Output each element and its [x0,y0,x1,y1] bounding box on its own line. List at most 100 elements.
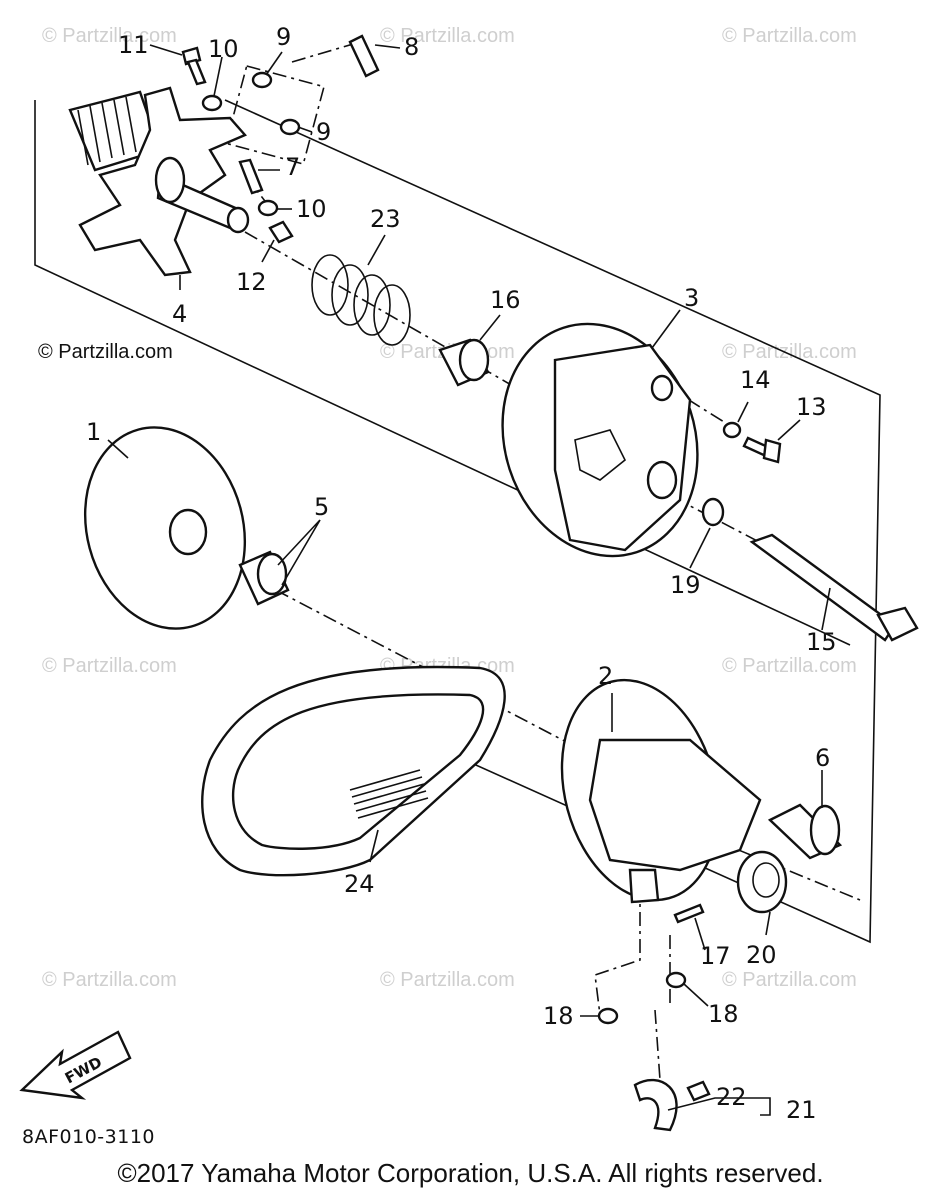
leader-line [737,401,749,423]
callout-13: 13 [796,393,827,421]
axis-line [654,1009,661,1081]
callout-12: 12 [236,268,267,296]
spring-coil [373,284,411,346]
watermark: © Partzilla.com [380,969,515,991]
spring-coil [311,254,349,316]
part-10-washer [257,199,279,217]
leader-line [261,239,275,263]
callout-10: 10 [296,195,327,223]
spring-coil [331,264,369,326]
fwd-direction-arrow: FWD [19,1030,132,1100]
part-18-washer [597,1007,619,1025]
watermark: © Partzilla.com [42,655,177,677]
watermark: © Partzilla.com [42,969,177,991]
part-3-sheave-cap [501,322,699,558]
leader-lines [107,44,831,1116]
leader-line [374,44,401,49]
callout-24: 24 [344,870,375,898]
cap-cutout [574,429,627,481]
diagram-code: 8AF010-3110 [22,1126,155,1148]
fwd-arrow-icon [19,1030,132,1100]
part-16-bushing [438,338,490,387]
callout-4: 4 [172,300,187,328]
watermark: © Partzilla.com [722,341,857,363]
shaft-collar [154,156,186,204]
callout-16: 16 [490,286,521,314]
callout-14: 14 [740,366,771,394]
watermark: © Partzilla.com [380,25,515,47]
bracket-box [225,65,325,165]
watermark: © Partzilla.com [38,341,173,363]
sheave-hub [168,508,208,556]
callout-9: 9 [276,23,291,51]
leader-line [651,309,681,349]
callout-22: 22 [716,1083,747,1111]
callout-21: 21 [786,1096,817,1124]
leader-line [367,234,386,266]
hardware-right [701,421,919,642]
belt-inner [231,693,485,850]
part-24-v-belt [201,665,506,877]
callout-9: 9 [316,118,331,146]
part-10-washer [201,94,223,112]
hardware-bottom-right [736,803,843,914]
axis-line [291,41,361,63]
leader-line [760,1097,771,1116]
part-17-pin [673,903,705,924]
cap-boss [646,460,678,500]
leader-line [369,829,379,863]
leader-line [479,314,501,341]
thread-lines [77,96,137,166]
part-18-washer [665,971,687,989]
leader-line [667,1097,760,1111]
callout-2: 2 [598,662,613,690]
part-4-fixed-sheave-spider [68,86,250,277]
hardware-bottom [597,903,711,1132]
callout-6: 6 [815,744,830,772]
part-15-bolt-head [876,606,919,642]
callout-18: 18 [543,1002,574,1030]
part-19-washer [701,497,725,527]
callout-8: 8 [404,33,419,61]
callout-19: 19 [670,571,701,599]
part-9-collar [279,118,301,136]
callout-18: 18 [708,1000,739,1028]
part-23-spring [311,254,411,346]
part-22-pin [686,1080,711,1102]
part-2-sliding-sheave [560,678,762,904]
callout-numbers: 1 2 3 4 5 6 7 8 9 9 10 10 11 12 13 14 15… [86,23,837,1124]
callout-3: 3 [684,284,699,312]
spring-coil [353,274,391,336]
part-1-sheave [83,426,247,630]
part-14-washer [722,421,742,439]
belt-label-lines [349,769,429,819]
part-13-bolt-head [762,438,782,464]
part-6-slider-end [809,804,841,856]
leader-line [277,519,321,586]
leader-line [265,51,283,76]
callout-5: 5 [314,493,329,521]
axis-line [594,885,641,1016]
copyright-notice: ©2017 Yamaha Motor Corporation, U.S.A. A… [117,1158,824,1188]
leader-line [777,419,801,441]
callout-17: 17 [700,942,731,970]
part-11-bolt-shank [186,58,207,86]
leader-line [107,439,129,459]
shaft-end [226,206,250,234]
watermark: © Partzilla.com [722,25,857,47]
watermark: © Partzilla.com [722,655,857,677]
callout-10: 10 [208,35,239,63]
part-9-collar [251,71,273,89]
leader-line [689,527,711,569]
part-12-nut [268,220,294,244]
bushing-face [458,338,490,382]
cap-boss [650,374,674,402]
part-21-weight [633,1078,678,1132]
part-7-pin [238,158,264,195]
callout-23: 23 [370,205,401,233]
sheave-disc [83,426,247,630]
watermark: © Partzilla.com [42,25,177,47]
part-5-bearing [238,550,290,606]
callout-11: 11 [118,31,149,59]
